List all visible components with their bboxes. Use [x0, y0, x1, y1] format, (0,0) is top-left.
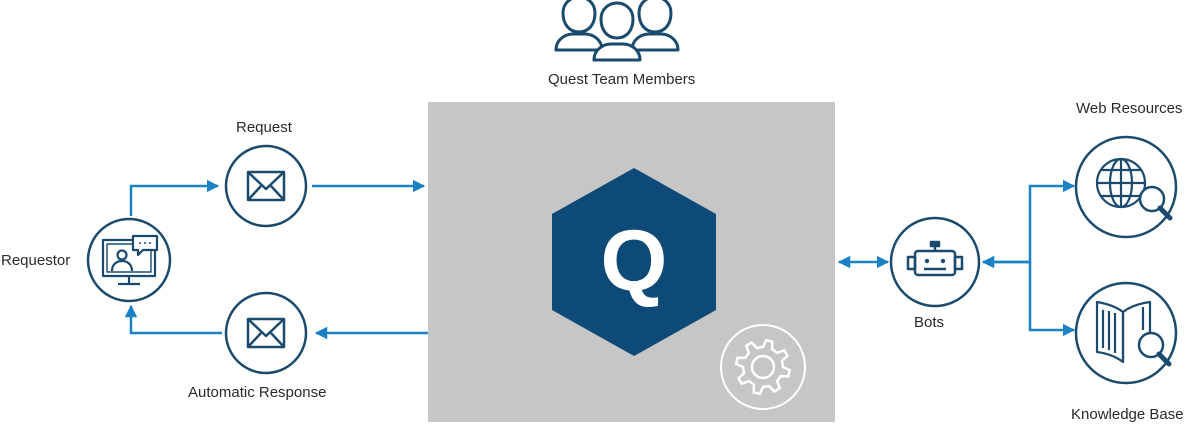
envelope-icon [246, 317, 286, 349]
arrow-requestor-to-request [129, 179, 220, 216]
arrow-bots-web [983, 179, 1076, 264]
knowledge-base-label: Knowledge Base [1071, 406, 1184, 423]
requestor-monitor-icon [101, 234, 159, 286]
team-members-icon [554, 0, 680, 62]
book-search-icon [1095, 300, 1172, 367]
arrow-bots-kb [1028, 262, 1076, 337]
web-resources-label: Web Resources [1076, 100, 1183, 117]
request-label: Request [236, 119, 292, 136]
bots-label: Bots [914, 314, 945, 331]
request-node [224, 144, 308, 228]
arrow-response-to-requestor [124, 304, 222, 335]
web-resources-node [1074, 135, 1178, 239]
requestor-label: Requestor [1, 252, 71, 269]
robot-icon [906, 240, 964, 277]
connectors [124, 179, 1076, 340]
response-node [224, 291, 308, 375]
bots-node [889, 216, 981, 308]
team-members-label: Quest Team Members [548, 71, 696, 88]
globe-search-icon [1095, 157, 1173, 221]
requestor-node [86, 217, 172, 303]
knowledge-base-node [1074, 281, 1178, 385]
quest-hexagon-logo [552, 168, 716, 356]
envelope-icon [246, 170, 286, 202]
gear-icon [720, 324, 806, 410]
logo-letter: Q [601, 213, 668, 309]
automatic-response-label: Automatic Response [188, 384, 327, 401]
